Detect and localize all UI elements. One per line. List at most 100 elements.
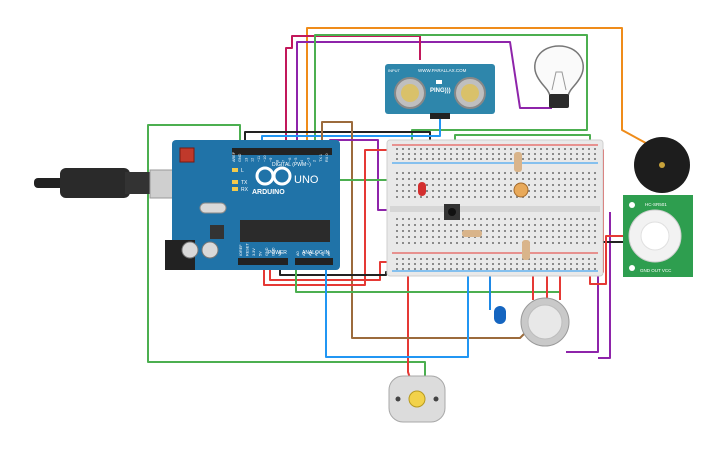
breadboard-hole [450,230,452,232]
onboard-led-rx [232,187,238,191]
breadboard-hole [450,268,452,270]
breadboard-hole [492,158,494,160]
breadboard-hole [558,158,560,160]
breadboard-hole [432,242,434,244]
breadboard-hole [462,148,464,150]
pir-dome-inner [640,221,670,251]
breadboard-hole [462,158,464,160]
breadboard-hole [486,196,488,198]
breadboard-hole [468,153,470,155]
breadboard-hole [468,218,470,220]
breadboard-hole [480,158,482,160]
pir-motion-sensor: HC-SR501 GND OUT VCC [623,195,693,277]
push-button-cap[interactable] [448,208,456,216]
breadboard-hole [420,242,422,244]
breadboard-hole [582,196,584,198]
breadboard-hole [492,263,494,265]
resistor-3 [522,240,530,260]
breadboard-hole [444,184,446,186]
breadboard-hole [474,268,476,270]
ultrasonic-name: PING))) [430,88,451,94]
breadboard [386,139,604,277]
reset-button[interactable] [179,147,195,163]
breadboard-hole [570,258,572,260]
breadboard-hole [534,190,536,192]
led-label-tx: TX [241,180,248,186]
breadboard-hole [552,224,554,226]
breadboard-hole [504,268,506,270]
breadboard-hole [576,196,578,198]
ultrasonic-transducer-left-inner [401,84,419,102]
breadboard-hole [576,178,578,180]
breadboard-hole [474,148,476,150]
breadboard-hole [414,258,416,260]
breadboard-hole [510,268,512,270]
breadboard-hole [540,230,542,232]
breadboard-hole [438,153,440,155]
breadboard-hole [474,178,476,180]
breadboard-hole [432,178,434,180]
breadboard-hole [498,153,500,155]
breadboard-hole [576,148,578,150]
breadboard-hole [468,258,470,260]
breadboard-hole [528,184,530,186]
piezo-buzzer [634,137,690,193]
breadboard-hole [486,224,488,226]
breadboard-hole [540,263,542,265]
breadboard-hole [576,224,578,226]
breadboard-hole [414,263,416,265]
breadboard-hole [402,268,404,270]
breadboard-hole [546,190,548,192]
breadboard-hole [450,263,452,265]
breadboard-hole [516,263,518,265]
breadboard-hole [456,172,458,174]
wire-green-bulb [314,34,588,150]
breadboard-hole [528,153,530,155]
breadboard-hole [396,148,398,150]
breadboard-hole [486,242,488,244]
breadboard-hole [582,263,584,265]
breadboard-hole [396,263,398,265]
breadboard-hole [456,196,458,198]
breadboard-hole [462,268,464,270]
breadboard-hole [558,196,560,198]
breadboard-hole [396,184,398,186]
breadboard-hole [528,263,530,265]
breadboard-hole [498,268,500,270]
breadboard-hole [480,268,482,270]
breadboard-hole [468,242,470,244]
breadboard-hole [504,153,506,155]
gas-sensor [520,297,570,347]
breadboard-hole [540,196,542,198]
breadboard-hole [552,190,554,192]
breadboard-hole [576,153,578,155]
breadboard-hole [552,153,554,155]
breadboard-hole [486,258,488,260]
breadboard-hole [444,148,446,150]
breadboard-hole [540,242,542,244]
breadboard-hole [414,190,416,192]
breadboard-hole [414,158,416,160]
breadboard-hole [402,263,404,265]
breadboard-hole [480,196,482,198]
breadboard-hole [540,158,542,160]
breadboard-hole [492,224,494,226]
breadboard-hole [552,178,554,180]
breadboard-hole [492,148,494,150]
breadboard-hole [420,153,422,155]
breadboard-hole [432,184,434,186]
breadboard-hole [576,258,578,260]
breadboard-hole [570,178,572,180]
breadboard-hole [426,172,428,174]
breadboard-hole [534,218,536,220]
breadboard-hole [444,236,446,238]
pin-label: 2 [313,160,317,162]
breadboard-hole [462,263,464,265]
breadboard-hole [426,196,428,198]
breadboard-hole [516,172,518,174]
pin-label: IOREF [239,244,243,256]
breadboard-hole [510,230,512,232]
breadboard-hole [504,172,506,174]
ultrasonic-brand: WWW.PARALLAX.COM [418,68,467,73]
